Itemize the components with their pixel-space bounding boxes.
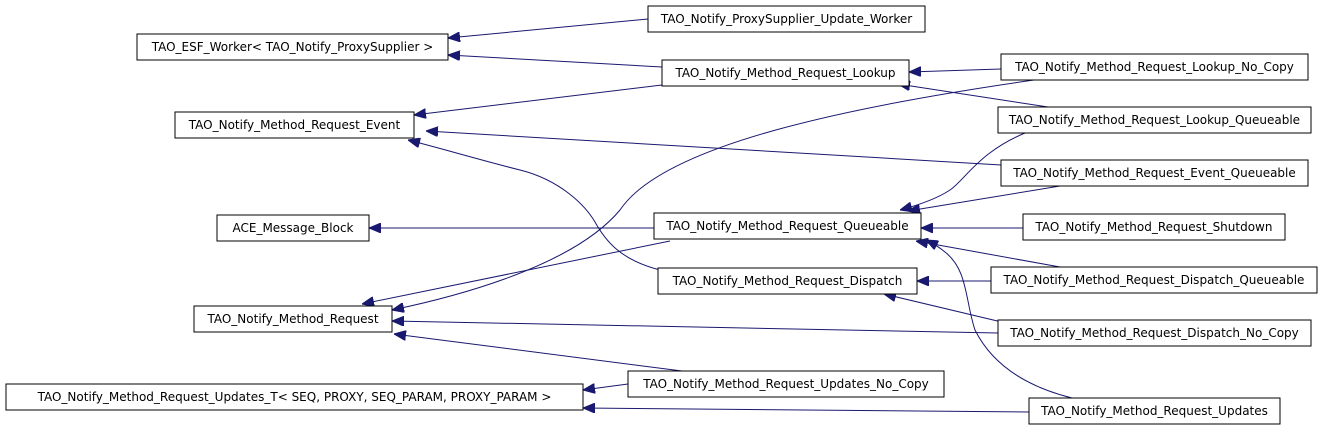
edge-updates-no-copy-to-method-request xyxy=(394,334,683,372)
node-label: TAO_Notify_Method_Request_Lookup xyxy=(674,66,895,80)
node-label: TAO_Notify_Method_Request_Event_Queueabl… xyxy=(1012,166,1296,180)
node-label: TAO_Notify_Method_Request_Shutdown xyxy=(1035,220,1273,234)
edge-updates-to-updates-t xyxy=(583,408,1030,412)
edge-lookup-no-copy-to-lookup xyxy=(909,69,1002,72)
edges xyxy=(362,18,1073,412)
node-label: TAO_Notify_Method_Request_Lookup_Queueab… xyxy=(1008,113,1300,127)
node-dispatch[interactable]: TAO_Notify_Method_Request_Dispatch xyxy=(657,267,918,295)
node-dispatch-queueable[interactable]: TAO_Notify_Method_Request_Dispatch_Queue… xyxy=(990,266,1318,294)
node-update-worker[interactable]: TAO_Notify_ProxySupplier_Update_Worker xyxy=(647,5,926,33)
node-event-queueable[interactable]: TAO_Notify_Method_Request_Event_Queueabl… xyxy=(1000,159,1309,187)
edge-lookup-no-copy-to-method-request xyxy=(392,77,1049,310)
node-lookup-no-copy[interactable]: TAO_Notify_Method_Request_Lookup_No_Copy xyxy=(1000,53,1309,81)
edge-dispatch-no-copy-to-method-request xyxy=(392,321,999,334)
node-label: TAO_Notify_Method_Request_Updates_T< SEQ… xyxy=(37,390,552,404)
node-event[interactable]: TAO_Notify_Method_Request_Event xyxy=(174,111,415,139)
edge-updates-to-queueable xyxy=(926,240,1073,399)
edge-update-worker-to-esf-worker xyxy=(448,18,649,38)
node-esf-worker[interactable]: TAO_ESF_Worker< TAO_Notify_ProxySupplier… xyxy=(136,33,449,61)
node-lookup[interactable]: TAO_Notify_Method_Request_Lookup xyxy=(661,59,910,87)
node-label: TAO_Notify_Method_Request_Dispatch xyxy=(672,274,903,288)
node-lookup-queueable[interactable]: TAO_Notify_Method_Request_Lookup_Queueab… xyxy=(997,106,1312,134)
edge-queueable-to-method-request xyxy=(362,240,671,304)
node-label: TAO_Notify_Method_Request xyxy=(206,312,378,326)
node-label: ACE_Message_Block xyxy=(232,221,353,235)
edge-lookup-to-esf-worker xyxy=(448,55,663,68)
edge-lookup-to-event xyxy=(414,84,663,115)
node-shutdown[interactable]: TAO_Notify_Method_Request_Shutdown xyxy=(1022,213,1286,241)
edge-lookup-queueable-to-lookup xyxy=(898,84,1049,108)
node-label: TAO_Notify_Method_Request_Dispatch_Queue… xyxy=(1003,273,1305,287)
edge-dispatch-no-copy-to-dispatch xyxy=(884,294,1011,325)
node-label: TAO_ESF_Worker< TAO_Notify_ProxySupplier… xyxy=(151,40,434,54)
node-method-request[interactable]: TAO_Notify_Method_Request xyxy=(193,305,393,333)
node-updates[interactable]: TAO_Notify_Method_Request_Updates xyxy=(1028,397,1281,425)
edge-event-queueable-to-event xyxy=(426,131,1002,166)
node-label: TAO_Notify_Method_Request_Updates xyxy=(1040,404,1268,418)
node-queueable[interactable]: TAO_Notify_Method_Request_Queueable xyxy=(653,212,922,240)
node-label: TAO_Notify_Method_Request_Event xyxy=(188,118,401,132)
node-dispatch-no-copy[interactable]: TAO_Notify_Method_Request_Dispatch_No_Co… xyxy=(997,319,1312,347)
edge-dispatch-to-event xyxy=(408,140,661,271)
node-label: TAO_Notify_Method_Request_Lookup_No_Copy xyxy=(1014,60,1294,74)
edge-event-queueable-to-queueable xyxy=(908,185,1061,211)
node-label: TAO_Notify_ProxySupplier_Update_Worker xyxy=(660,12,912,26)
node-updates-t[interactable]: TAO_Notify_Method_Request_Updates_T< SEQ… xyxy=(5,383,584,411)
node-label: TAO_Notify_Method_Request_Dispatch_No_Co… xyxy=(1009,326,1299,340)
edge-updates-no-copy-to-updates-t xyxy=(583,384,629,390)
node-ace-message-block[interactable]: ACE_Message_Block xyxy=(216,214,370,242)
node-updates-no-copy[interactable]: TAO_Notify_Method_Request_Updates_No_Cop… xyxy=(627,370,945,398)
node-label: TAO_Notify_Method_Request_Queueable xyxy=(665,219,908,233)
node-label: TAO_Notify_Method_Request_Updates_No_Cop… xyxy=(642,377,929,391)
edge-dispatch-queueable-to-queueable xyxy=(916,241,1061,268)
